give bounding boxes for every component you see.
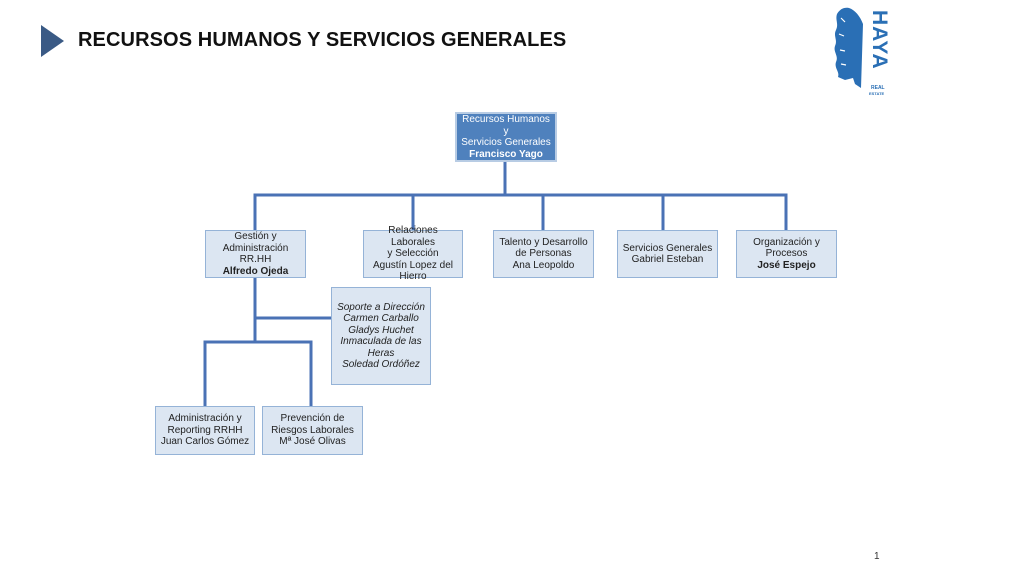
node-person-name: Francisco Yago [469,148,543,160]
node-role-line: Servicios Generales [461,137,551,148]
tree-logo-icon: HAYA [834,7,891,88]
node-person-name: Mª José Olivas [279,436,346,448]
node-person-name: Agustín Lopez del [372,259,454,271]
org-node-root[interactable]: Recursos Humanos y Servicios Generales F… [455,112,557,162]
node-person-name: Heras [367,347,395,359]
node-role-line: Administración y [168,413,242,425]
org-node-prevencion[interactable]: Prevención de Riesgos Laborales Mª José … [262,406,363,455]
logo-sub-real: REAL [871,85,885,91]
node-person-name: Soledad Ordóñez [342,359,420,370]
org-node-relaciones[interactable]: Relaciones Laborales y Selección Agustín… [363,225,463,282]
haya-logo: HAYA REAL ESTATE [833,4,893,96]
node-role-line: Riesgos Laborales [271,424,354,436]
org-node-servicios[interactable]: Servicios Generales Gabriel Esteban [617,230,718,278]
node-person-name: Gabriel Esteban [631,254,704,265]
node-role-line: Prevención de [280,413,345,425]
node-person-name: José Espejo [757,259,816,271]
node-person-name: Gladys Huchet [348,324,414,336]
org-node-talento[interactable]: Talento y Desarrollo de Personas Ana Leo… [493,230,594,278]
node-person-name: Carmen Carballo [343,313,419,324]
node-role-line: Servicios Generales [622,242,713,254]
node-role-line: Administración RR.HH [222,242,289,266]
node-person-name: Hierro [399,271,427,283]
page-number: 1 [874,551,880,562]
page-title: RECURSOS HUMANOS Y SERVICIOS GENERALES [78,29,567,51]
logo-wordmark: HAYA [868,10,891,70]
node-role-line: Gestión y [234,231,277,242]
org-node-organizacion[interactable]: Organización y Procesos José Espejo [736,230,837,278]
title-arrow-icon [41,25,64,57]
node-person-name: Juan Carlos Gómez [160,436,250,448]
node-person-name: Ana Leopoldo [512,259,575,271]
logo-sub-estate: ESTATE [869,91,885,96]
node-role-line: Soporte a Dirección [337,301,425,313]
node-role-line: y Selección [387,248,439,260]
node-role-line: de Personas [515,248,572,260]
org-node-soporte[interactable]: Soporte a Dirección Carmen Carballo Glad… [331,287,431,385]
org-node-administracion[interactable]: Administración y Reporting RRHH Juan Car… [155,406,255,455]
node-role-line: Relaciones Laborales [388,225,438,248]
org-node-gestion[interactable]: Gestión y Administración RR.HH Alfredo O… [205,230,306,278]
node-role-line: Talento y Desarrollo [499,236,588,248]
node-person-name: Inmaculada de las [340,336,422,347]
node-role-line: Recursos Humanos y [462,114,550,137]
node-role-line: Reporting RRHH [167,424,243,436]
node-person-name: Alfredo Ojeda [222,265,289,277]
node-role-line: Procesos [765,248,808,260]
node-role-line: Organización y [753,236,820,248]
